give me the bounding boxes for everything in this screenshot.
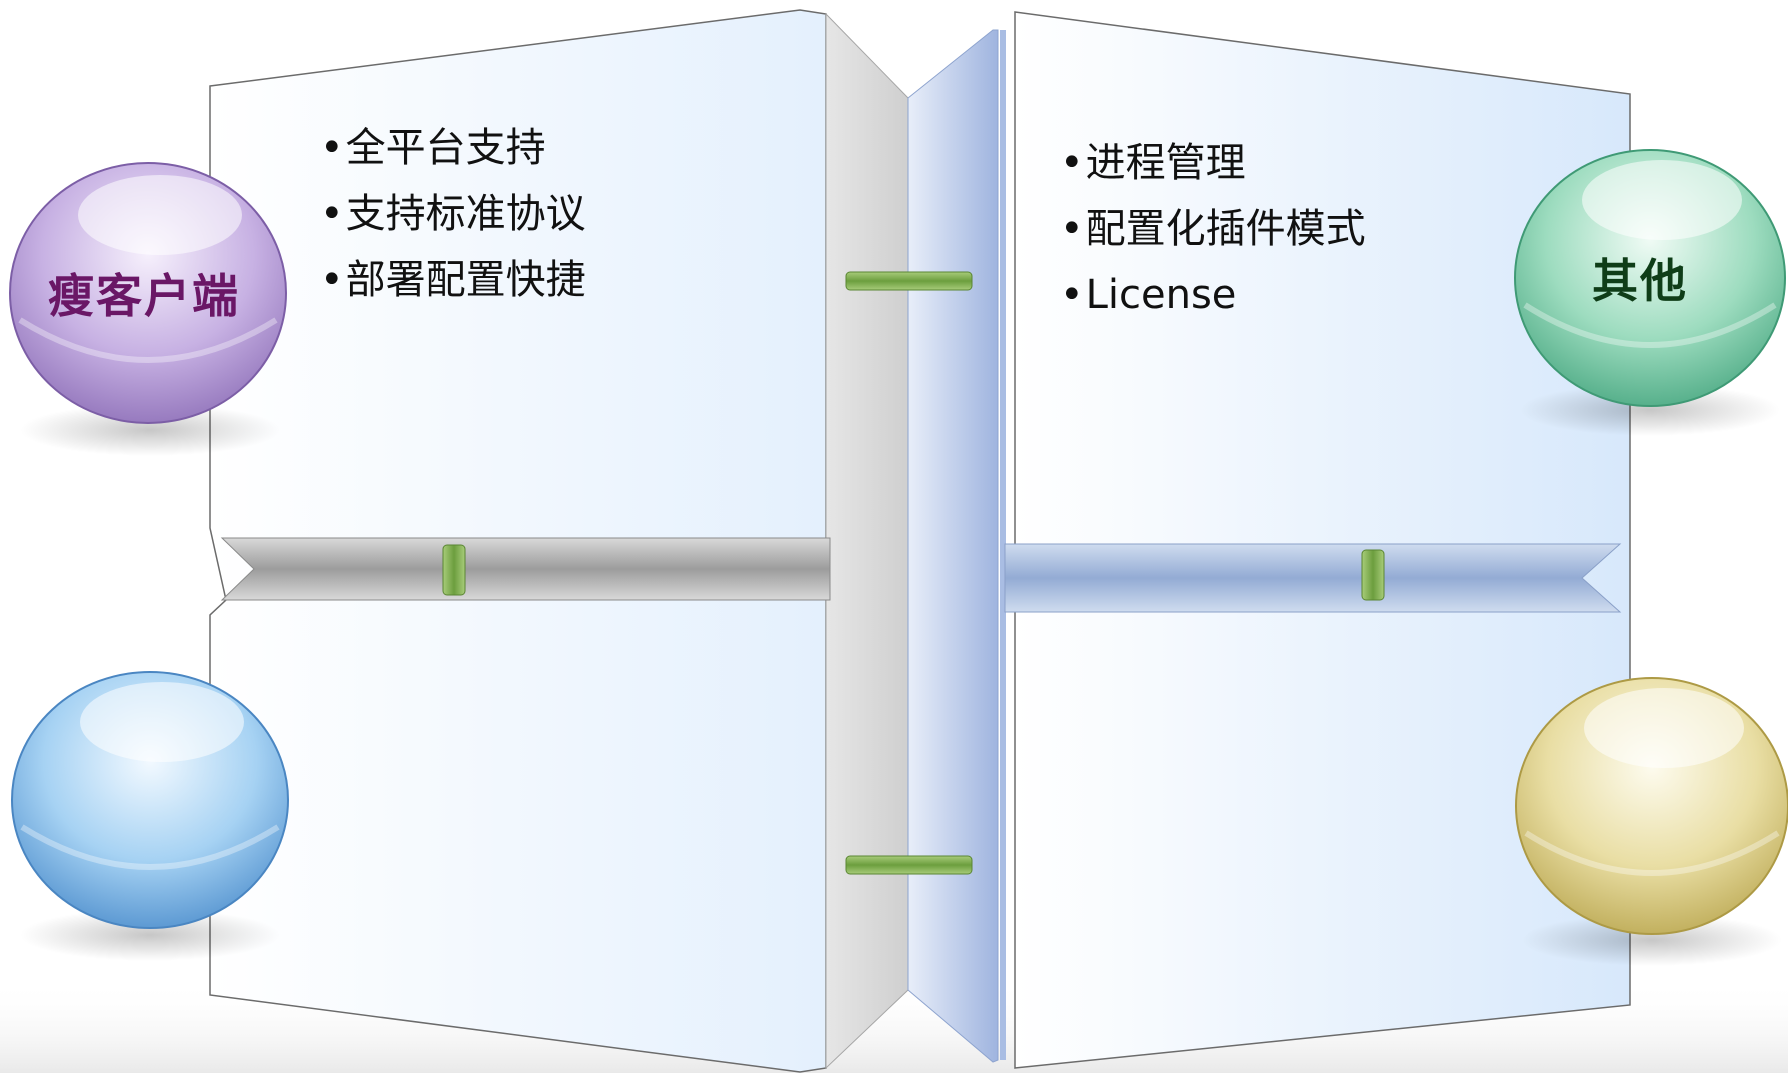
orb-label-thin-client: 瘦客户端: [48, 269, 240, 323]
right-bullet-item: 配置化插件模式: [1060, 196, 1366, 262]
left-bullet-list: 全平台支持 支持标准协议 部署配置快捷: [320, 115, 586, 313]
connector-left-bar: [442, 544, 466, 596]
orb-top-right: [1514, 149, 1786, 407]
left-bullet-item: 部署配置快捷: [320, 247, 586, 313]
connector-right-bar: [1361, 549, 1385, 601]
left-bullet-item: 全平台支持: [320, 115, 586, 181]
binding-bar-right: [1004, 543, 1622, 613]
left-bullet-item: 支持标准协议: [320, 181, 586, 247]
orb-label-other: 其他: [1592, 254, 1688, 308]
spine-left: [825, 12, 909, 1070]
orb-bottom-right: [1515, 677, 1788, 935]
right-bullet-item: License: [1060, 262, 1366, 328]
right-bullet-item: 进程管理: [1060, 130, 1366, 196]
connector-bottom: [845, 855, 973, 875]
orb-shadow-bl: [20, 909, 280, 961]
orb-shadow-tr: [1520, 384, 1780, 436]
orb-top-left: [9, 162, 287, 424]
spine-right: [907, 29, 999, 1063]
orb-shadow-br: [1522, 914, 1782, 966]
right-bullet-list: 进程管理 配置化插件模式 License: [1060, 130, 1366, 328]
connector-top: [845, 271, 973, 291]
orb-shadow-tl: [20, 404, 280, 456]
binding-bar-left: [220, 537, 831, 601]
orb-bottom-left: [11, 671, 289, 929]
